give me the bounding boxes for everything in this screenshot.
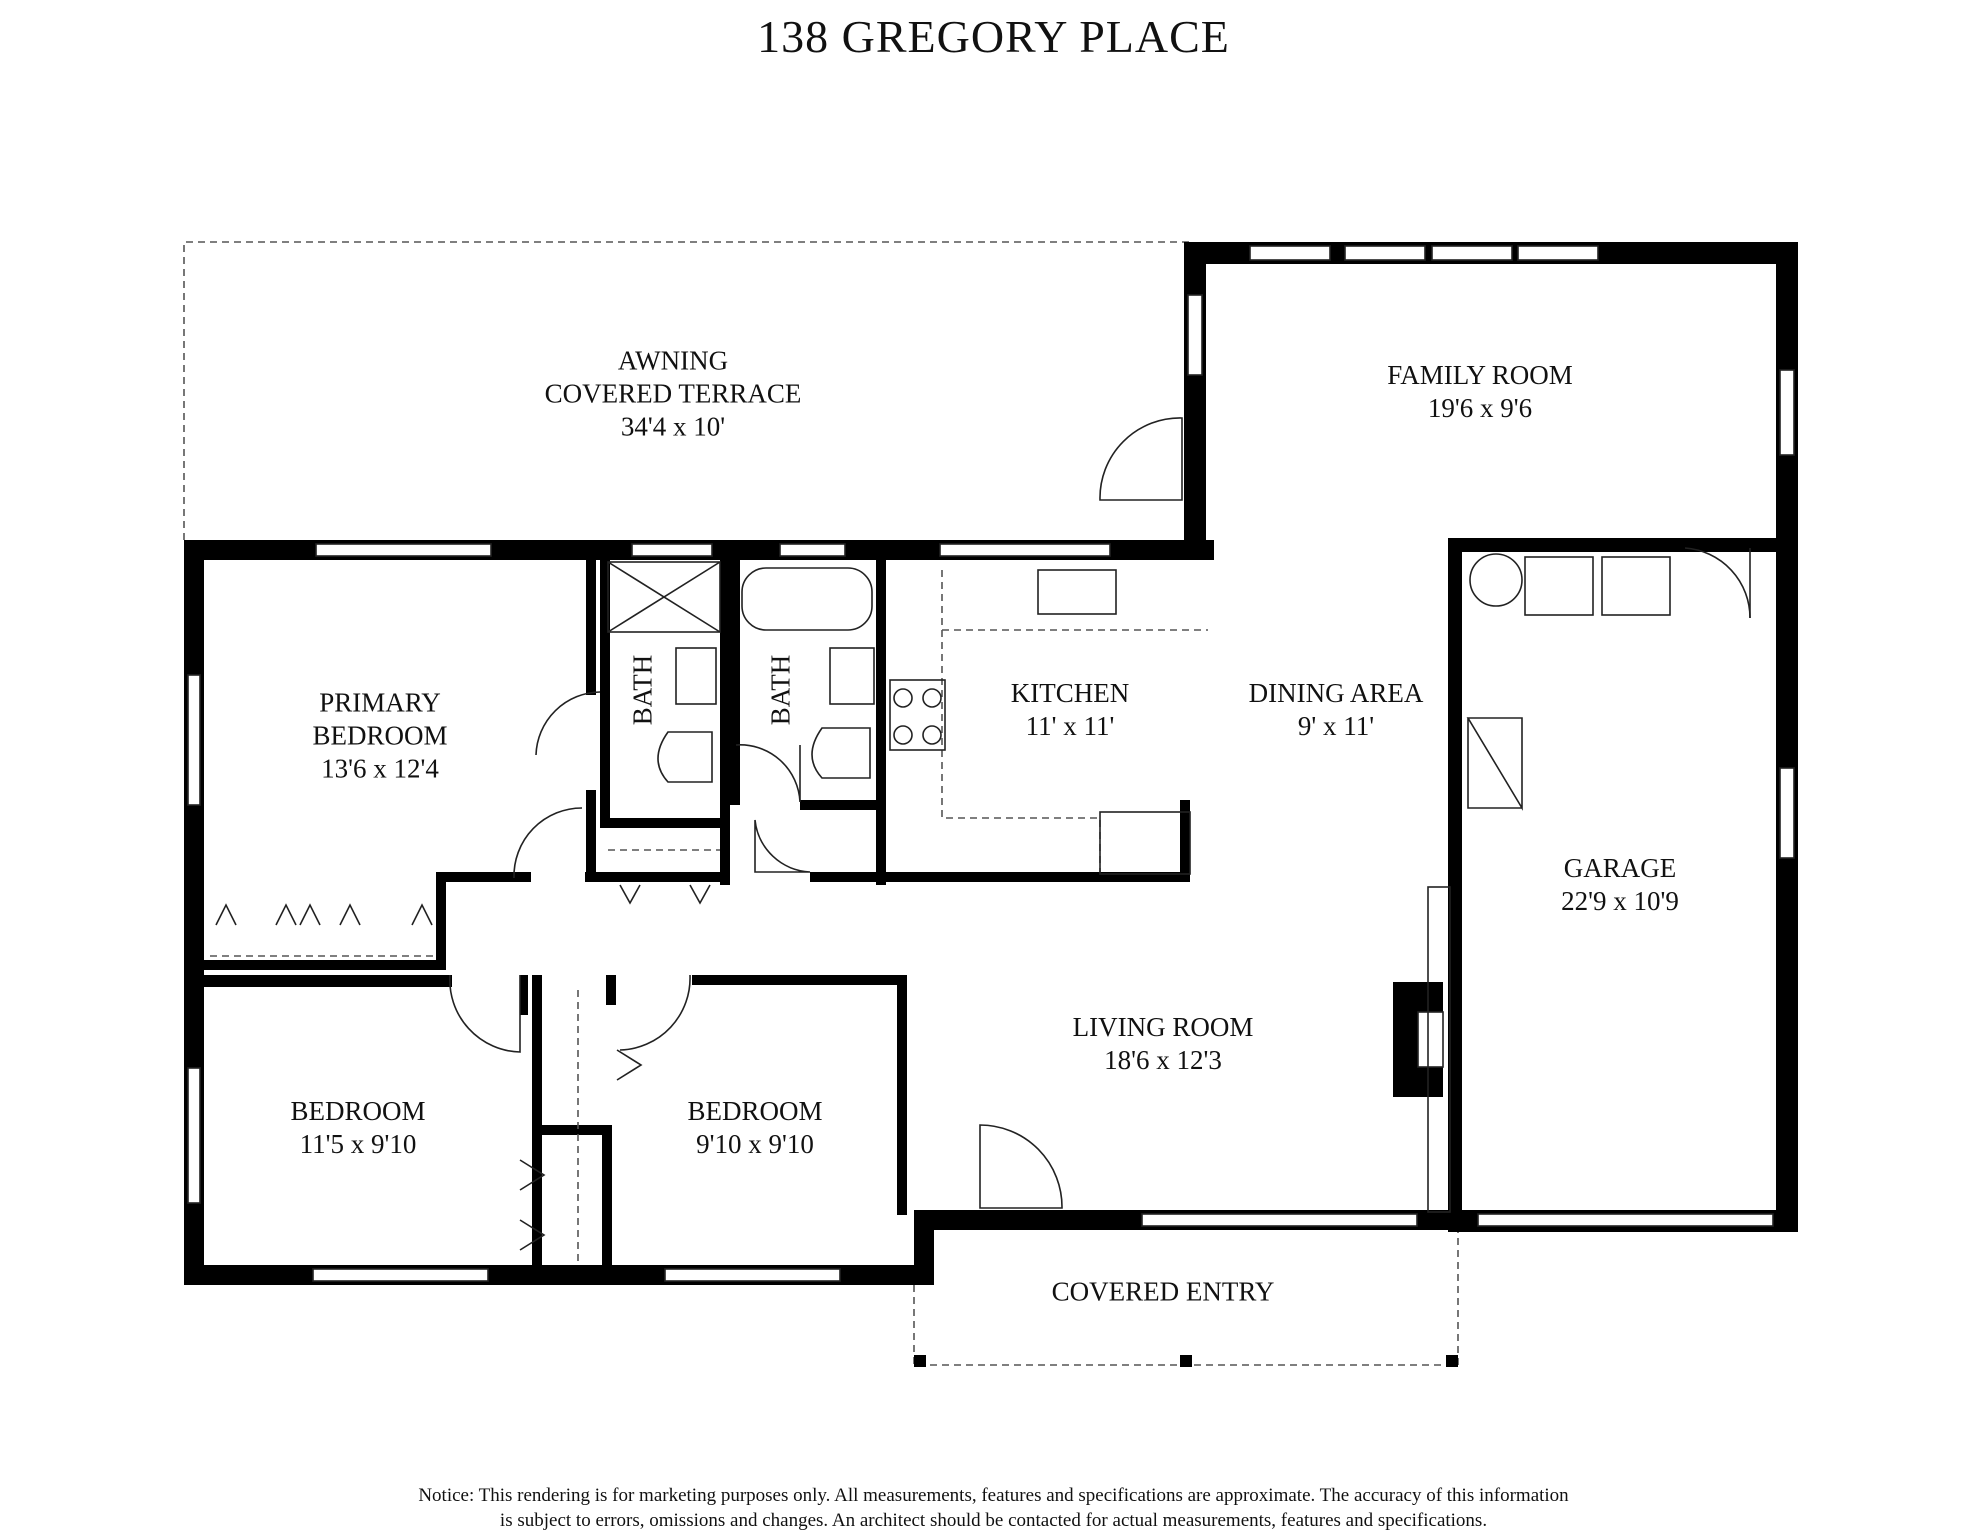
covered-entry-label: COVERED ENTRY [1052,1276,1275,1309]
windows [187,245,1795,1282]
primary-bedroom-name-2: BEDROOM [312,720,448,751]
covered-entry-outline [913,1232,1459,1367]
awning-name-2: COVERED TERRACE [544,378,802,409]
interior-walls [204,555,1444,1285]
bath-2-label: BATH [765,654,796,726]
bedroom-1-name: BEDROOM [290,1096,426,1126]
awning-outline [183,241,1190,540]
bedroom-2-label: BEDROOM 9'10 x 9'10 [687,1095,822,1161]
garage-label: GARAGE 22'9 x 10'9 [1561,852,1679,918]
dining-area-label: DINING AREA 9' x 11' [1249,677,1424,743]
awning-dims: 34'4 x 10' [620,411,726,442]
bath-1-label: BATH [627,654,658,726]
living-room-label: LIVING ROOM 18'6 x 12'3 [1073,1011,1254,1077]
bedroom-2-name: BEDROOM [687,1096,823,1126]
bedroom-2-dims: 9'10 x 9'10 [696,1129,814,1159]
kitchen-label: KITCHEN 11' x 11' [1011,677,1129,743]
living-room-name: LIVING ROOM [1072,1012,1254,1042]
family-room-label: FAMILY ROOM 19'6 x 9'6 [1387,359,1573,425]
doors [449,417,1751,1209]
bedroom-1-dims: 11'5 x 9'10 [299,1129,417,1159]
dining-area-name: DINING AREA [1248,678,1424,708]
dining-area-dims: 9' x 11' [1297,711,1375,741]
kitchen-name: KITCHEN [1010,678,1130,708]
living-room-dims: 18'6 x 12'3 [1104,1045,1222,1075]
covered-entry-name: COVERED ENTRY [1051,1276,1275,1307]
garage-name: GARAGE [1563,853,1677,883]
primary-bedroom-label: PRIMARY BEDROOM 13'6 x 12'4 [312,687,447,786]
awning-name-1: AWNING [617,345,729,376]
primary-bedroom-name-1: PRIMARY [319,687,441,718]
bedroom-1-label: BEDROOM 11'5 x 9'10 [290,1095,425,1161]
family-room-dims: 19'6 x 9'6 [1427,393,1533,423]
notice-line-2: is subject to errors, omissions and chan… [499,1510,1488,1531]
notice-line-1: Notice: This rendering is for marketing … [418,1485,1569,1506]
primary-bedroom-dims: 13'6 x 12'4 [321,753,439,784]
awning-label: AWNING COVERED TERRACE 34'4 x 10' [545,345,802,444]
kitchen-dims: 11' x 11' [1025,711,1115,741]
family-room-name: FAMILY ROOM [1387,360,1573,390]
plan-title: 138 GREGORY PLACE [757,11,1230,62]
fixtures [210,553,1671,1265]
disclaimer-notice: Notice: This rendering is for marketing … [0,1483,1987,1533]
garage-dims: 22'9 x 10'9 [1561,886,1679,916]
